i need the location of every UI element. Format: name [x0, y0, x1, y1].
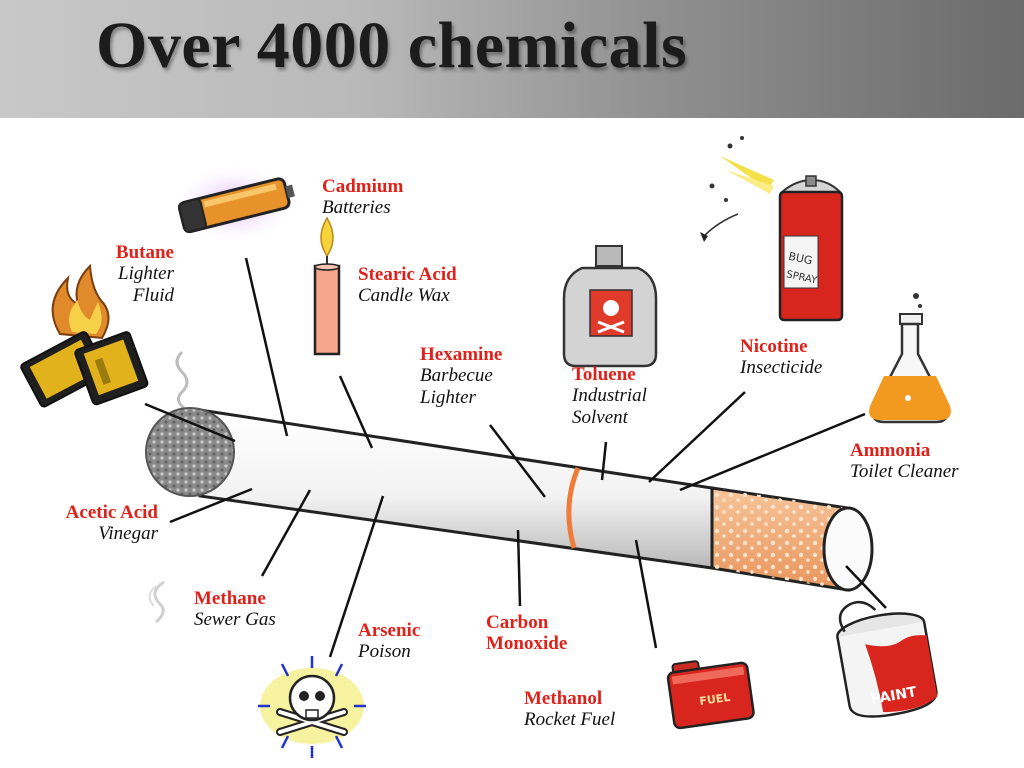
label-cadmium: Cadmium Batteries — [322, 176, 403, 219]
chemical-name: Methane — [194, 588, 266, 609]
chemical-name: Ammonia — [850, 440, 931, 461]
common-use: Rocket Fuel — [524, 709, 616, 731]
cigarette-diagram: BUG SPRAY — [20, 136, 951, 758]
common-use: Lighter — [118, 263, 174, 285]
skull-crossbones-icon — [258, 656, 366, 758]
common-use: Candle Wax — [358, 285, 450, 307]
label-hexamine: Hexamine Barbecue Lighter — [420, 344, 502, 408]
label-acetic-acid: Acetic Acid Vinegar — [20, 502, 158, 545]
common-use: Solvent — [572, 406, 628, 428]
chemical-name: Arsenic — [358, 620, 421, 641]
label-methane: Methane Sewer Gas — [194, 588, 276, 631]
chemical-name: Monoxide — [486, 633, 568, 655]
common-use: Insecticide — [740, 357, 823, 379]
ash-tip — [145, 407, 235, 497]
common-use: Vinegar — [98, 523, 158, 545]
chemical-name: Cadmium — [322, 176, 404, 197]
label-butane: Butane Lighter Fluid — [70, 242, 174, 306]
label-methanol: Methanol Rocket Fuel — [524, 688, 615, 731]
chemical-name: Toluene — [572, 364, 636, 385]
lighter-icon — [20, 263, 149, 408]
common-use: Toilet Cleaner — [850, 461, 959, 483]
common-use: Batteries — [322, 197, 391, 219]
leader-lines — [144, 257, 887, 658]
common-use: Industrial — [572, 385, 647, 407]
svg-text:FUEL: FUEL — [699, 691, 731, 708]
chemical-name: Stearic Acid — [358, 264, 457, 285]
smoke-wisp — [148, 585, 157, 607]
chemical-name: Nicotine — [740, 336, 808, 357]
chemical-name: Carbon — [486, 612, 549, 633]
solvent-bottle-icon — [562, 245, 658, 368]
filter-band — [566, 467, 581, 549]
diagram-stage: BUG SPRAY — [0, 118, 1024, 768]
chemical-name: Acetic Acid — [65, 502, 158, 523]
label-carbon-monoxide: Carbon Monoxide — [486, 612, 567, 655]
fuel-can-icon: FUEL — [666, 660, 755, 730]
chemical-name: Hexamine — [420, 344, 503, 365]
battery-icon — [173, 164, 297, 244]
label-arsenic: Arsenic Poison — [358, 620, 420, 663]
flask-icon — [869, 293, 951, 424]
svg-text:BUG: BUG — [787, 250, 813, 268]
paint-can-icon: PAINT — [836, 600, 938, 718]
cigarette-paper — [198, 408, 714, 570]
common-use: Sewer Gas — [194, 609, 276, 631]
smoke-wisp — [175, 350, 189, 410]
common-use: Barbecue — [420, 365, 493, 387]
common-use: Fluid — [132, 284, 174, 306]
chemical-name: Methanol — [524, 688, 603, 709]
spray-can-icon: BUG SPRAY — [700, 136, 844, 322]
page-title: Over 4000 chemicals — [96, 9, 688, 82]
label-nicotine: Nicotine Insecticide — [740, 336, 822, 379]
label-stearic-acid: Stearic Acid Candle Wax — [358, 264, 457, 307]
title-banner: Over 4000 chemicals — [0, 0, 1024, 118]
common-use: Lighter — [420, 386, 476, 408]
svg-text:PAINT: PAINT — [870, 684, 919, 708]
label-ammonia: Ammonia Toilet Cleaner — [850, 440, 959, 483]
filter-end — [822, 506, 874, 592]
label-toluene: Toluene Industrial Solvent — [572, 364, 647, 428]
candle-icon — [313, 216, 341, 356]
common-use: Poison — [358, 641, 411, 663]
chemical-name: Butane — [115, 242, 174, 263]
smoke-wisp — [153, 580, 165, 624]
